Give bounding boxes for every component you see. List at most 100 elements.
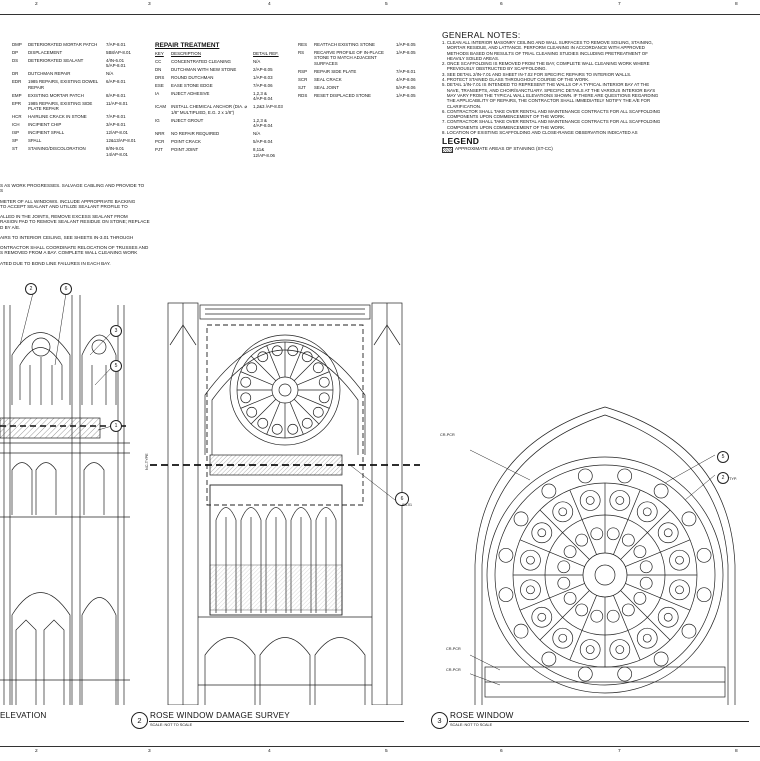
damage-code: DS [12,58,19,63]
repair-treatment-row: NRR NO REPAIR REQUIRED N/A [155,131,291,139]
repair-detail-ref: 1/AP-8.05 [396,50,416,55]
repair-key: PCR [155,139,165,145]
general-note-line: MAY VARY FROM THE TYPICAL WALL ELEVATION… [442,92,659,98]
repair-description: NO REPAIR REQUIRED [171,131,220,137]
general-note-line: HEAVILY SOILED AREAS. [442,55,500,61]
repair-description: ROUND DUTCHMAN [171,75,214,80]
drawing-3-title: ROSE WINDOW [450,711,514,720]
column-number: 4 [268,2,271,7]
repair-description: INJECT GROUT [171,117,204,123]
callout-2: 2 [25,283,37,295]
damage-code: EDR [12,79,22,85]
damage-code: ST [12,146,18,152]
repair-treatment-header: DESCRIPTION [171,51,202,56]
general-note-line: METHODS BASED ON RESULTS OF TRIAL CLEANI… [442,50,648,56]
damage-legend-row: SP SPALL 12&13/AP-8.01 [12,138,142,146]
column-number: 7 [618,2,621,7]
repair-detail-ref: 1/AP-8.05 [396,92,416,98]
damage-description: EXISTING MORTAR PATCH [28,92,84,98]
damage-description: SPALL [28,138,42,144]
left-note-line: RASION PAD TO REMOVE SEALANT RESIDUE ON … [0,219,150,225]
repair-key: RS [298,50,305,55]
general-note-line: CLARIFICATION. [442,103,482,109]
callout-3: 3 [110,325,122,337]
drawing-rose-window [470,406,736,705]
repair-treatment-row: CC CONCENTRATED CLEANING N/A [155,59,291,67]
repair-detail-ref: N/A [253,131,261,137]
damage-description: DISPLACEMENT [28,50,63,55]
column-number: 5 [385,2,388,7]
repair-key: CC [155,59,162,64]
general-notes-title: GENERAL NOTES: [442,30,521,40]
repair-detail-ref: 7/AP-8.01 [396,68,416,74]
repair-description: SEAL CRACK [314,76,342,82]
drawing-elevation [0,292,130,705]
repair-key: PJT [155,147,163,153]
repair-description: POINT JOINT [171,147,199,153]
repair-detail-ref: 1,2,3 & 4/AP-8.04 [253,91,273,102]
callout-5: 5 [110,360,122,372]
column-number: 2 [35,2,38,7]
drawing-3-number: 3 [431,712,448,729]
drawing-2-number: 2 [131,712,148,729]
repair-key: RDS [298,92,308,98]
repair-detail-ref: 1,2&3 /AP-8.03 [253,104,283,110]
repair-detail-ref: N/A [253,59,261,64]
general-note-line: 1. CLEAN ALL INTERIOR MASONRY CEILING AN… [442,40,653,45]
repair-detail-ref: 1,2,3 & 4/AP-8.04 [253,117,273,129]
repair-detail-ref: 1/AP-8.05 [396,42,416,47]
repair-detail-ref: 5/AP-8.06 [396,84,416,90]
repair-treatment-row: RDS RESET DISPLACED STONE 1/AP-8.05 [298,93,428,101]
general-notes-list: 1. CLEAN ALL INTERIOR MASONRY CEILING AN… [442,40,747,135]
general-note-line: COMPONENTS UPON COMMENCEMENT OF THE WORK… [442,124,566,130]
cr-pcr-label-2: CR-PCR [446,647,461,651]
side-label: NC-TYPE [145,453,149,470]
repair-description: DUTCHMAN WITH NEW STONE [171,67,237,72]
repair-description: RESET DISPLACED STONE [314,92,371,98]
repair-key: IA [155,91,160,96]
drawing-2-scale: SCALE: NOT TO SCALE [150,723,193,727]
drawing-2-title-rule [149,721,404,722]
general-note-line: 7. CONTRACTOR SHALL TAKE OVER RENTAL AND… [442,119,661,125]
damage-code: ISP [12,130,20,136]
callout-2-right: 2 [717,472,729,484]
damage-code: SP [12,138,18,144]
damage-description: 1985 REPAIRS, EXISTING DOWEL REPAIR [28,79,99,90]
damage-description: DETERIORATED MORTAR PATCH [28,42,98,47]
damage-description: 1985 REPAIRS, EXISTING SIDE PLATE REPAIR [28,100,93,112]
column-number: 3 [148,2,151,7]
callout-5-right: 5 [717,451,729,463]
repair-key: DRS [155,75,165,80]
damage-description: DUTCHMAN REPAIR [28,71,71,77]
repair-treatment-header: KEY [155,51,164,56]
damage-detail-ref: 5B8/AP-8.01 [106,50,131,55]
damage-description: DETERIORATED SEALANT [28,58,84,63]
general-note-line: 3. SEE DETAIL 2/IN-7.01 AND SHEET IN-7.0… [442,71,632,77]
repair-key: ESE [155,83,164,88]
damage-detail-ref: 12/AP-8.01 [106,130,128,136]
repair-key: SCR [298,76,308,82]
typ-label: TYP. [729,477,737,481]
damage-detail-ref: 12&13/AP-8.01 [106,138,136,144]
repair-key: IG [155,117,160,123]
damage-code: HCR [12,114,22,120]
repair-detail-ref: 7/AP-8.06 [253,83,273,88]
general-note-line: NAVE, TRANSEPTS, AND CHOIR/SANCTUARY. SP… [442,87,656,93]
repair-key: NRR [155,131,165,137]
repair-key: SJT [298,84,306,90]
repair-treatment-row: IG INJECT GROUT 1,2,3 & 4/AP-8.04 [155,118,291,131]
repair-description: REATTACH EXISTING STONE [314,42,375,47]
repair-description: CONCENTRATED CLEANING [171,59,231,64]
sheet-border-top [0,0,760,15]
